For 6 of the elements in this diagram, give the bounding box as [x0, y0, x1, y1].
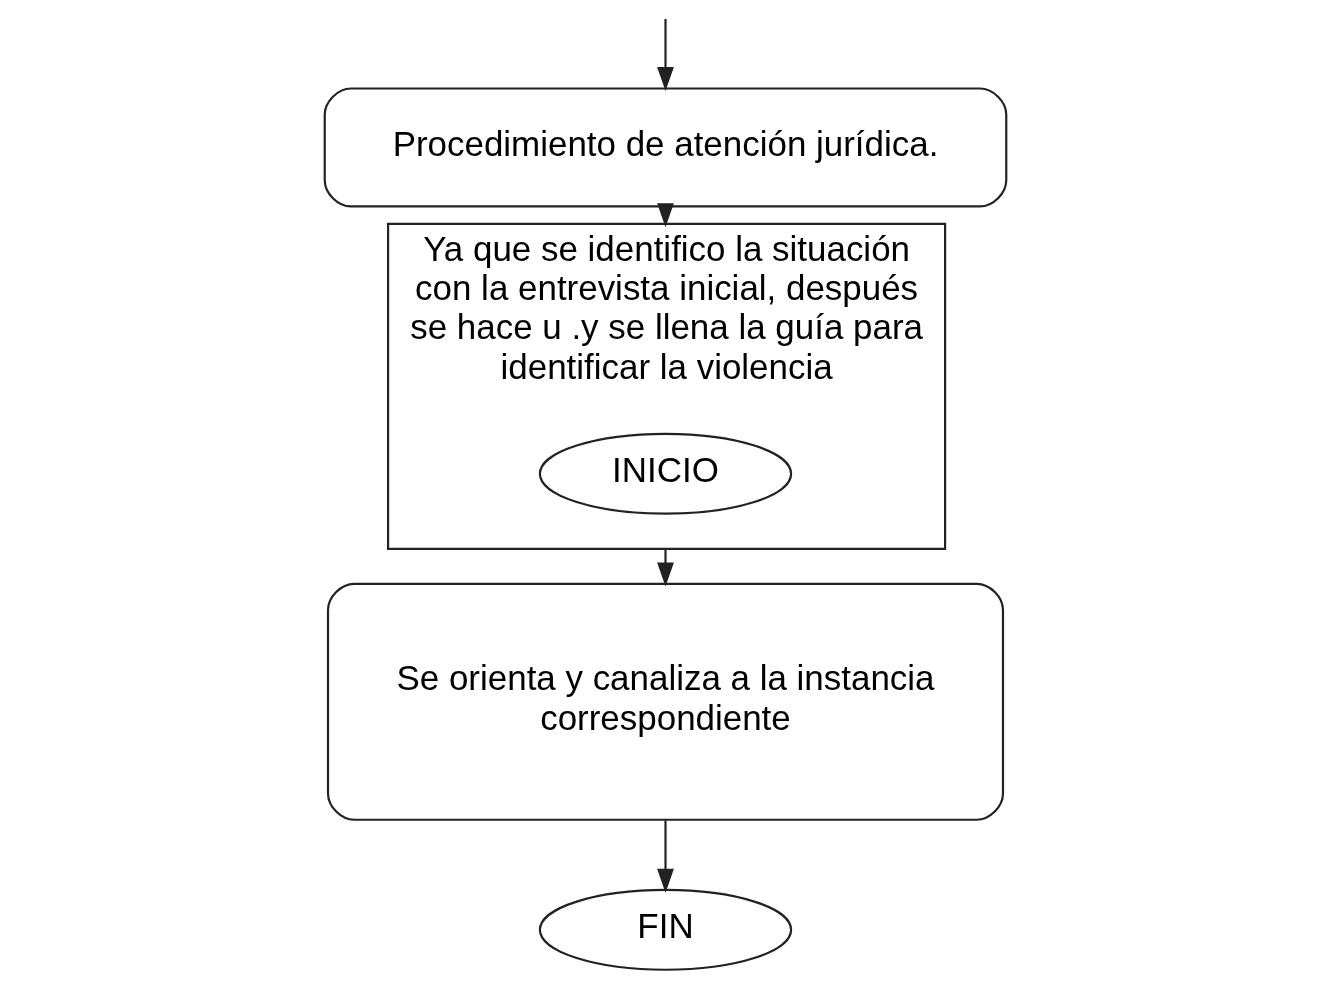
arrow: [656, 548, 674, 587]
arrow: [656, 18, 674, 92]
arrow: [656, 820, 674, 893]
node-box: Se orienta y canaliza a la instancia correspondiente: [326, 582, 1004, 821]
node-ellipse: INICIO: [538, 432, 792, 515]
node-ellipse: FIN: [538, 888, 792, 971]
